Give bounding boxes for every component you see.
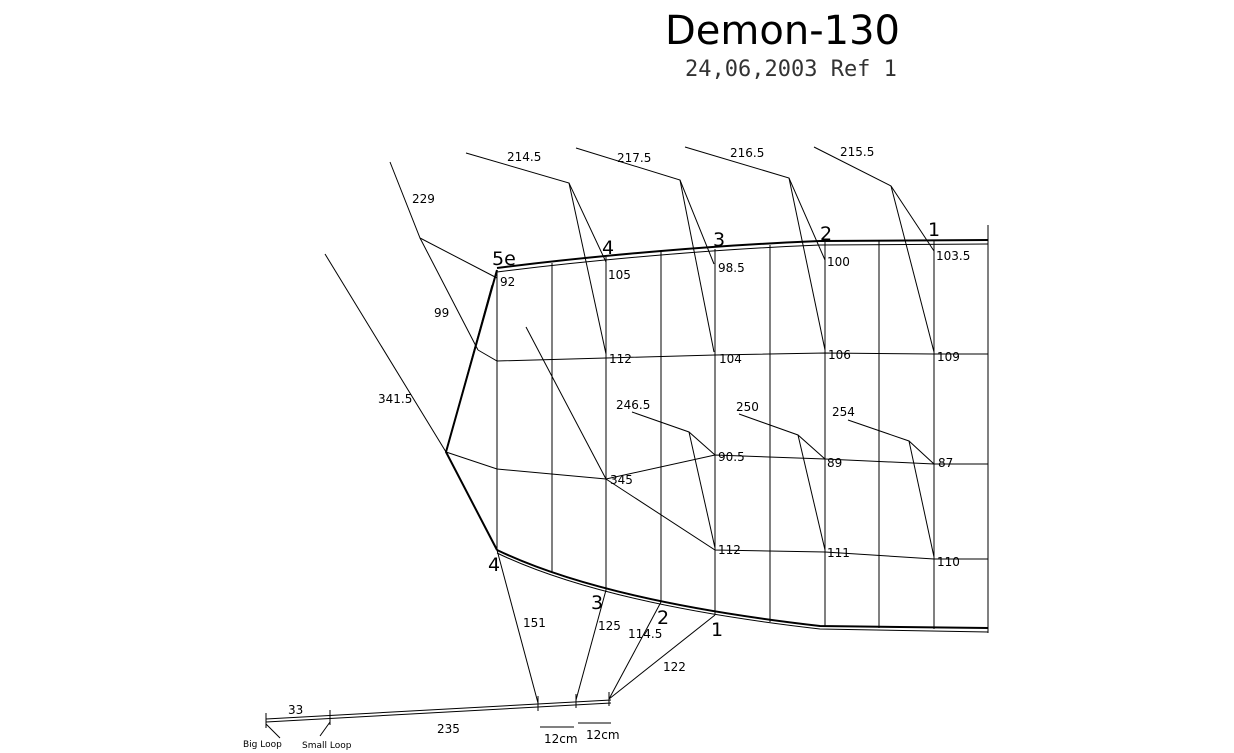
page-title: Demon-130 [665, 8, 900, 54]
rib-number-top: 1 [928, 219, 940, 241]
wingtip-edge [444, 269, 498, 551]
spacing-label: 12cm [586, 728, 620, 742]
rib-number-bottom: 4 [488, 554, 500, 576]
rib-numbers: 5e 4 3 2 1 4 3 2 1 [488, 219, 940, 641]
length-label: 235 [437, 722, 460, 736]
row-value: 110 [937, 555, 960, 569]
rib-number-top: 5e [492, 248, 516, 270]
rib-number-top: 2 [820, 223, 832, 245]
length-label: 254 [832, 405, 855, 419]
leading-edge-inner [496, 243, 989, 273]
row-value: 104 [719, 352, 742, 366]
length-label: 246.5 [616, 398, 650, 412]
riser-line-main [265, 699, 612, 720]
riser [265, 692, 612, 739]
row-value: 345 [610, 473, 633, 487]
row-value: 100 [827, 255, 850, 269]
rib-number-bottom: 1 [711, 619, 723, 641]
row-value: 103.5 [936, 249, 970, 263]
length-label: 229 [412, 192, 435, 206]
row-value: 109 [937, 350, 960, 364]
trailing-edge-inner [496, 552, 989, 633]
cascade-lines [324, 146, 935, 558]
row-value: 92 [500, 275, 515, 289]
row-value: 112 [718, 543, 741, 557]
length-label: 216.5 [730, 146, 764, 160]
riser-labels: Big Loop Small Loop 12cm 12cm [243, 728, 620, 751]
length-label: 215.5 [840, 145, 874, 159]
length-label: 151 [523, 616, 546, 630]
rib-lines [496, 240, 935, 629]
row-value: 89 [827, 456, 842, 470]
length-label: 33 [288, 703, 303, 717]
length-label: 122 [663, 660, 686, 674]
row-c [445, 451, 988, 480]
rib-number-top: 3 [713, 229, 725, 251]
row-value-labels: 92 105 98.5 100 103.5 112 104 106 109 34… [500, 249, 970, 569]
length-label: 125 [598, 619, 621, 633]
small-loop-label: Small Loop [302, 741, 352, 751]
row-lines [445, 326, 988, 560]
row-d [605, 478, 988, 560]
length-label: 341.5 [378, 392, 412, 406]
length-labels: 229 99 341.5 214.5 217.5 216.5 215.5 246… [288, 145, 874, 736]
inner-diagonal [525, 326, 607, 480]
rib-number-top: 4 [602, 237, 614, 259]
row-value: 87 [938, 456, 953, 470]
rib-number-bottom: 2 [657, 607, 669, 629]
row-value: 98.5 [718, 261, 745, 275]
leading-edge [496, 239, 989, 269]
row-b [477, 349, 988, 362]
length-label: 99 [434, 306, 449, 320]
spacing-label: 12cm [544, 732, 578, 746]
riser-line-lower [265, 702, 612, 723]
small-loop-arrow [319, 721, 331, 737]
page-subtitle: 24,06,2003 Ref 1 [685, 57, 897, 82]
row-value: 111 [827, 546, 850, 560]
length-label: 214.5 [507, 150, 541, 164]
length-label: 114.5 [628, 627, 662, 641]
length-label: 217.5 [617, 151, 651, 165]
wing-outline [444, 225, 989, 633]
length-label: 250 [736, 400, 759, 414]
row-value: 90.5 [718, 450, 745, 464]
wingtip-edge-inner [445, 284, 493, 453]
big-loop-arrow [265, 723, 281, 739]
row-value: 105 [608, 268, 631, 282]
big-loop-label: Big Loop [243, 740, 282, 750]
row-value: 112 [609, 352, 632, 366]
rib-number-bottom: 3 [591, 592, 603, 614]
trailing-edge [496, 549, 989, 629]
row-value: 106 [828, 348, 851, 362]
riser-lines [496, 549, 716, 704]
